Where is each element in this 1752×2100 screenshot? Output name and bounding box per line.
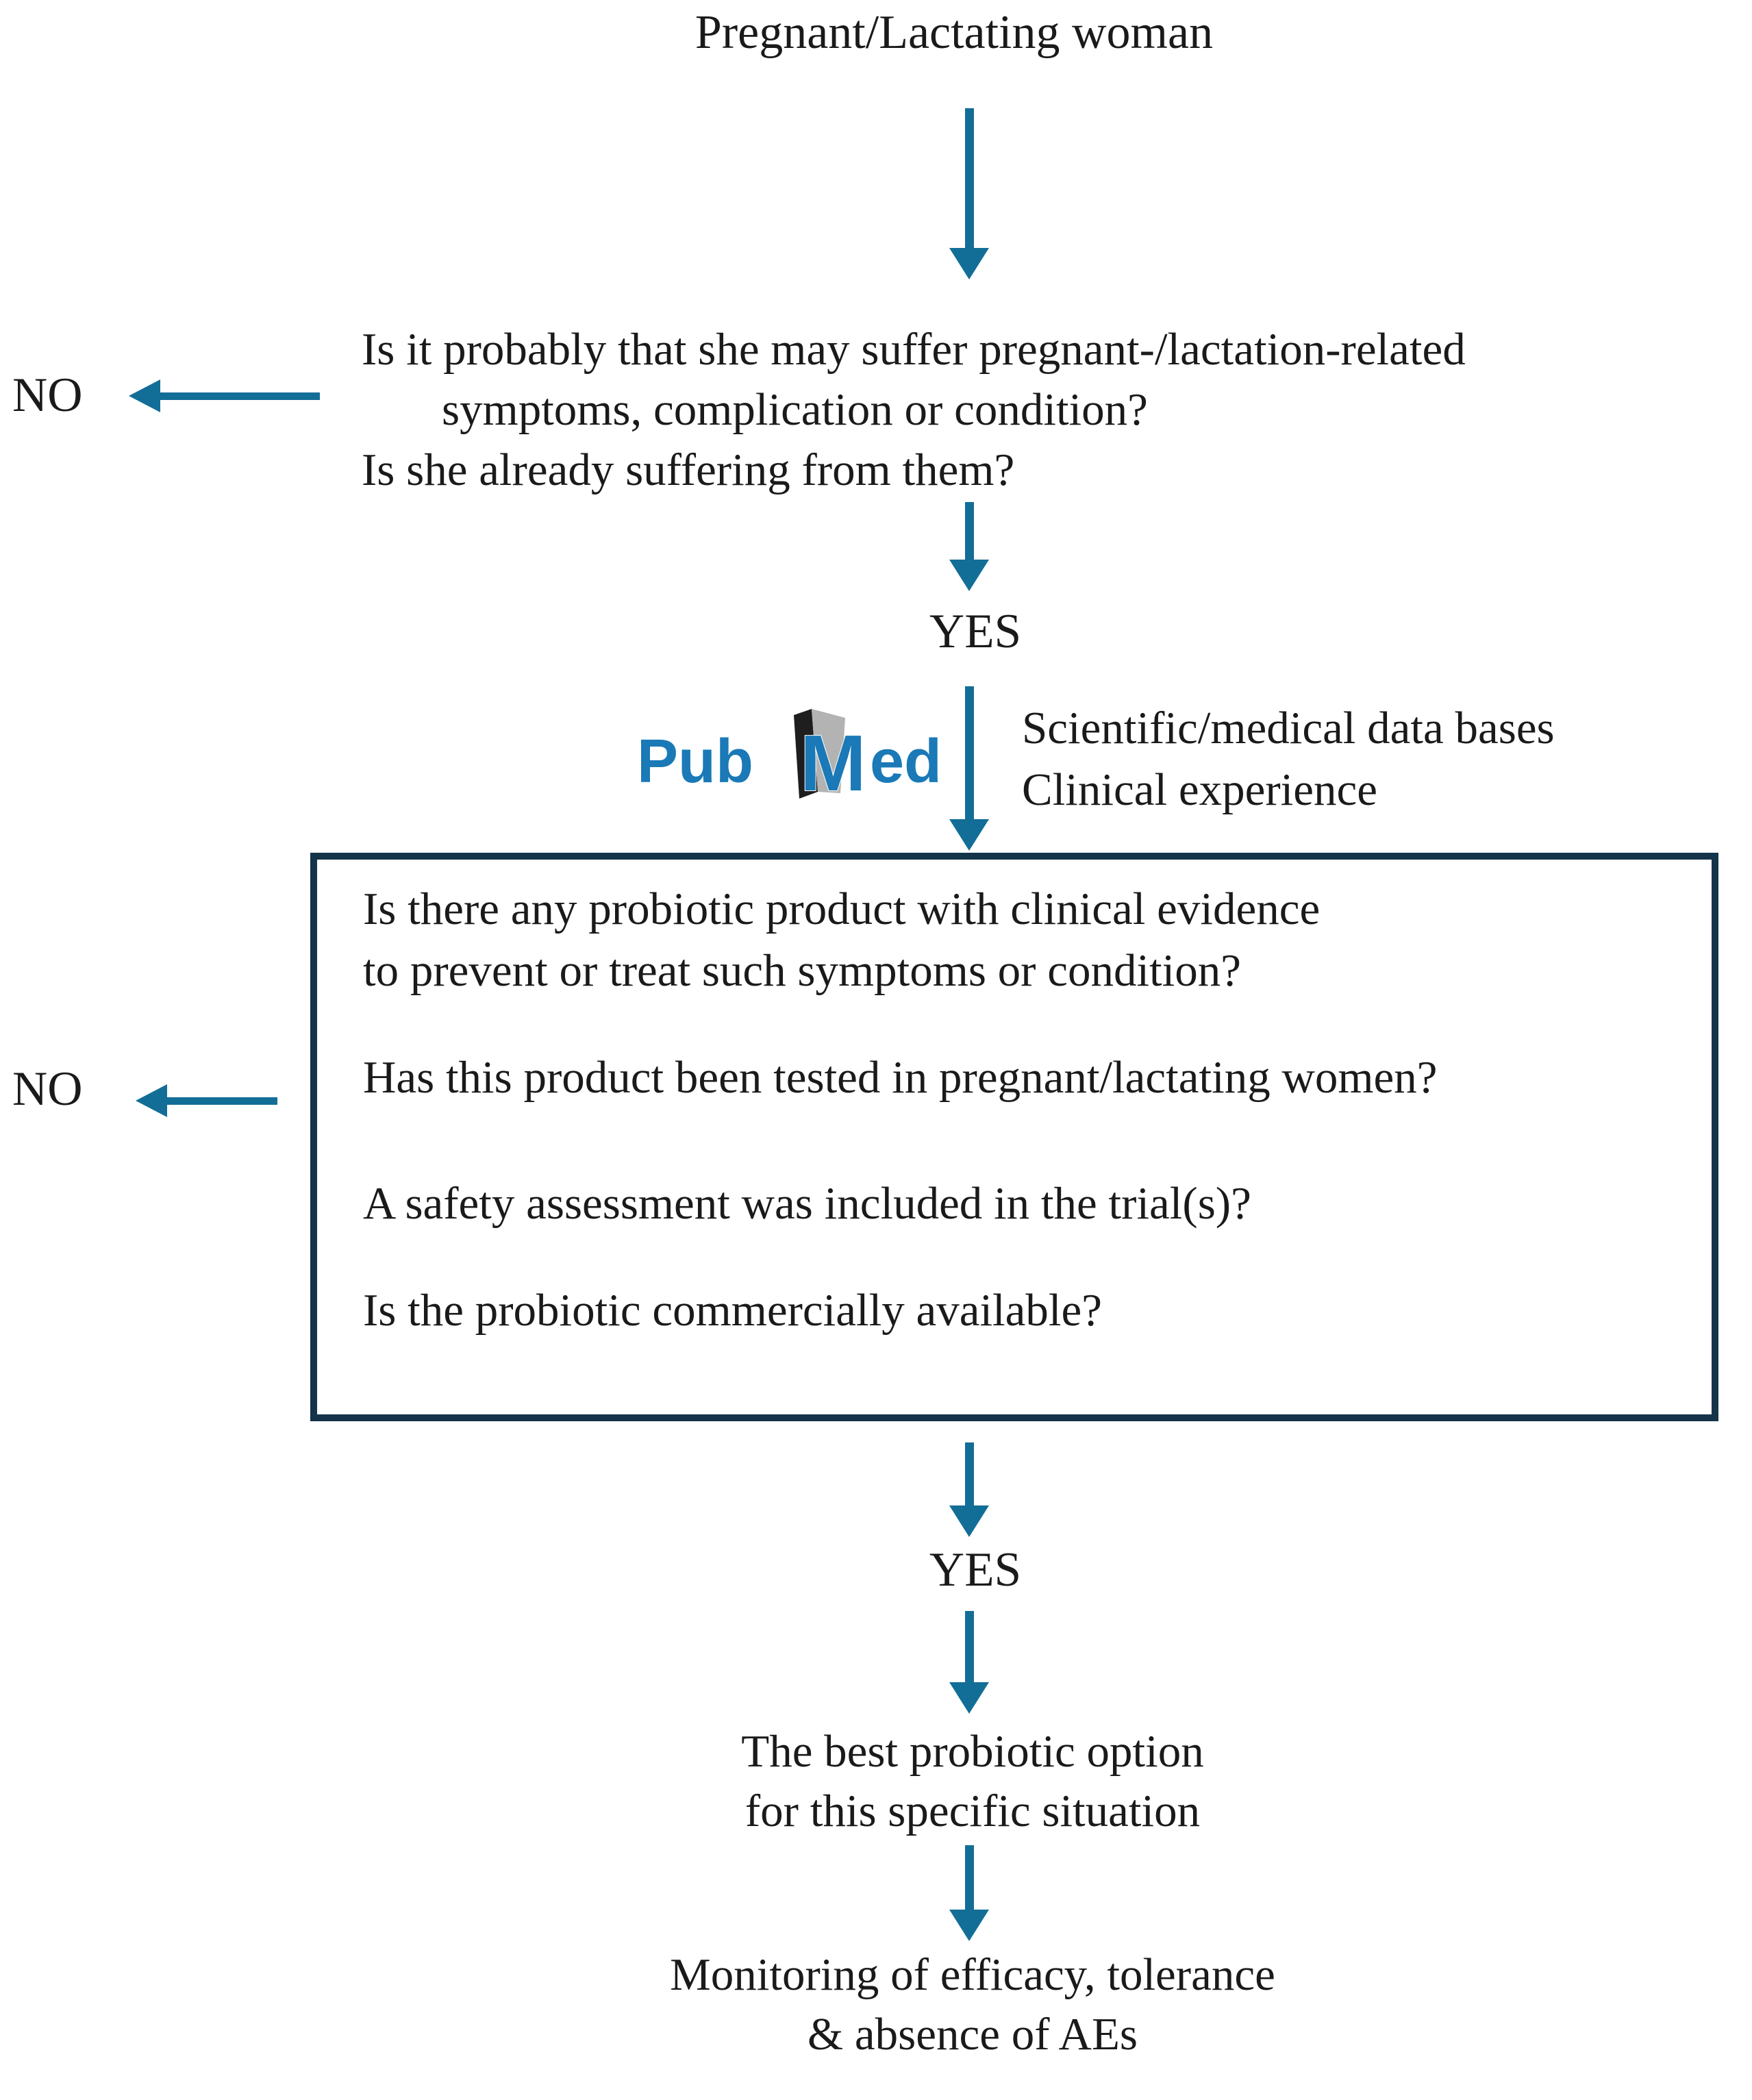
monitoring-node: Monitoring of efficacy, tolerance & absen… [670,1945,1275,2064]
box-question4: Is the probiotic commercially available? [363,1285,1103,1336]
arrow-head-down-icon [949,1505,989,1537]
arrow-shaft [167,1097,277,1105]
sources-line2: Clinical experience [1022,764,1377,815]
arrow-head-down-icon [949,560,989,591]
arrow-down-3 [949,686,989,851]
arrow-shaft [964,108,974,248]
pubmed-logo-ed: ed [870,727,942,796]
arrow-head-down-icon [949,819,989,851]
arrow-head-down-icon [949,1682,989,1714]
arrow-head-down-icon [949,248,989,279]
arrow-left-2 [136,1084,277,1117]
arrow-shaft [964,1611,974,1682]
arrow-shaft [964,1442,974,1505]
question1-line1: Is it probably that she may suffer pregn… [362,324,1466,375]
book-page-icon [812,709,845,793]
sources-line1: Scientific/medical data bases [1022,703,1555,753]
arrow-head-down-icon [949,1910,989,1941]
arrow-head-left-icon [129,379,160,412]
best-option-node: The best probiotic option for this specif… [741,1722,1203,1841]
arrow-down-6 [949,1845,989,1941]
best-option-line2: for this specific situation [744,1786,1201,1836]
yes-label-1: YES [929,605,1022,658]
arrow-shaft [964,686,974,819]
no-label-1: NO [12,368,83,422]
book-spine-icon [794,709,818,799]
pubmed-logo-m: M [800,718,866,808]
pubmed-logo-icon: Pub M ed [637,709,942,808]
decision-box [310,853,1718,1421]
arrow-shaft [160,392,320,400]
arrow-shaft [964,1845,974,1910]
arrow-down-1 [949,108,989,279]
box-question1-line2: to prevent or treat such symptoms or con… [363,945,1242,996]
box-question3: A safety assessment was included in the … [363,1178,1251,1229]
box-question1-line1: Is there any probiotic product with clin… [363,884,1321,934]
arrow-left-1 [129,379,320,412]
yes-label-2: YES [929,1543,1022,1597]
arrow-head-left-icon [136,1084,167,1117]
start-node-label: Pregnant/Lactating woman [694,6,1214,59]
no-label-2: NO [12,1062,83,1116]
arrow-down-5 [949,1611,989,1714]
question1-line3: Is she already suffering from them? [362,445,1015,495]
monitoring-line2: & absence of AEs [808,2009,1138,2060]
arrow-down-2 [949,502,989,591]
best-option-line1: The best probiotic option [741,1726,1204,1777]
pubmed-logo-pub: Pub [637,727,753,796]
box-question2: Has this product been tested in pregnant… [363,1052,1438,1103]
arrow-down-4 [949,1442,989,1537]
monitoring-line1: Monitoring of efficacy, tolerance [670,1949,1275,2000]
question1-line2: symptoms, complication or condition? [442,384,1148,435]
arrow-shaft [964,502,974,560]
